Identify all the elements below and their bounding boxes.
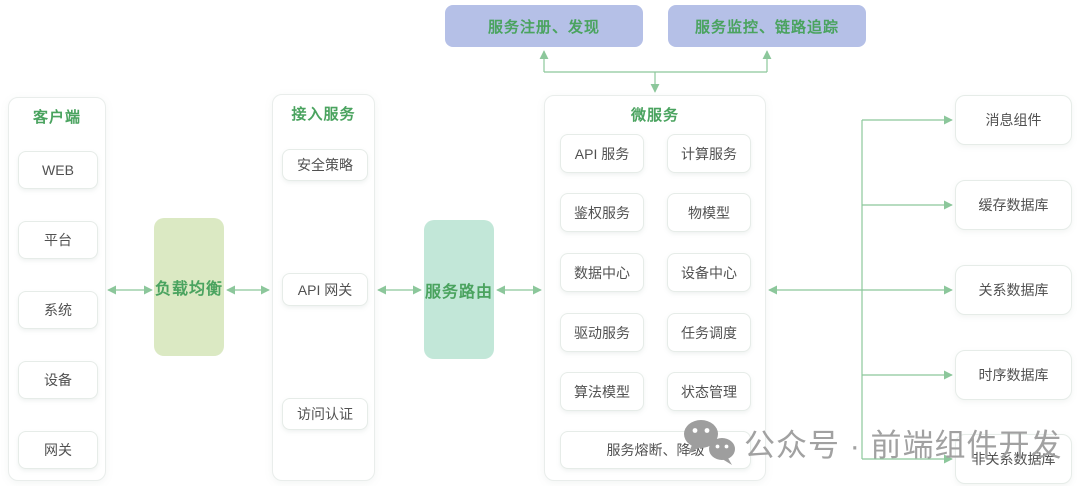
client-item-device: 设备 (18, 361, 98, 399)
watermark-text: 公众号 · 前端组件开发 (744, 427, 1063, 463)
micro-item-algorithm-model: 算法模型 (560, 372, 644, 411)
client-panel: 客户端 WEB 平台 系统 设备 网关 (8, 97, 106, 481)
service-router-label: 服务路由 (424, 283, 493, 301)
data-item-cache-db: 缓存数据库 (955, 180, 1072, 230)
micro-item-device-center: 设备中心 (667, 253, 751, 292)
service-registry-box: 服务注册、发现 (445, 5, 643, 47)
micro-item-state-manage: 状态管理 (667, 372, 751, 411)
micro-item-auth-service: 鉴权服务 (560, 193, 644, 232)
access-service-panel: 接入服务 安全策略 API 网关 访问认证 (272, 94, 375, 481)
service-monitor-label: 服务监控、链路追踪 (694, 18, 839, 36)
load-balancer-box: 负载均衡 (154, 218, 224, 356)
micro-item-compute-service: 计算服务 (667, 134, 751, 173)
client-item-gateway: 网关 (18, 431, 98, 469)
data-item-message-component: 消息组件 (955, 95, 1072, 145)
micro-item-circuit-breaker: 服务熔断、降级 (560, 431, 751, 469)
access-item-api-gateway: API 网关 (282, 273, 368, 306)
client-item-web: WEB (18, 151, 98, 189)
load-balancer-label: 负载均衡 (154, 281, 223, 298)
microservices-panel: 微服务 API 服务 计算服务 鉴权服务 物模型 数据中心 设备中心 驱动服务 … (544, 95, 766, 481)
client-item-system: 系统 (18, 291, 98, 329)
wechat-icon (684, 420, 735, 465)
microservices-panel-title: 微服务 (630, 107, 679, 124)
access-panel-title: 接入服务 (291, 106, 356, 123)
data-item-relational-db: 关系数据库 (955, 265, 1072, 315)
micro-item-thing-model: 物模型 (667, 193, 751, 232)
data-item-timeseries-db: 时序数据库 (955, 350, 1072, 400)
micro-item-driver-service: 驱动服务 (560, 313, 644, 352)
client-panel-title: 客户端 (32, 109, 81, 126)
watermark: 公众号 · 前端组件开发 (682, 418, 1063, 466)
service-monitor-box: 服务监控、链路追踪 (668, 5, 866, 47)
service-registry-label: 服务注册、发现 (487, 18, 600, 36)
access-item-security-policy: 安全策略 (282, 149, 368, 181)
client-item-platform: 平台 (18, 221, 98, 259)
data-item-nosql-db: 非关系数据库 (955, 434, 1072, 484)
micro-item-api-service: API 服务 (560, 134, 644, 173)
access-item-access-auth: 访问认证 (282, 398, 368, 430)
micro-item-task-schedule: 任务调度 (667, 313, 751, 352)
service-router-box: 服务路由 (424, 220, 494, 359)
micro-item-data-center: 数据中心 (560, 253, 644, 292)
